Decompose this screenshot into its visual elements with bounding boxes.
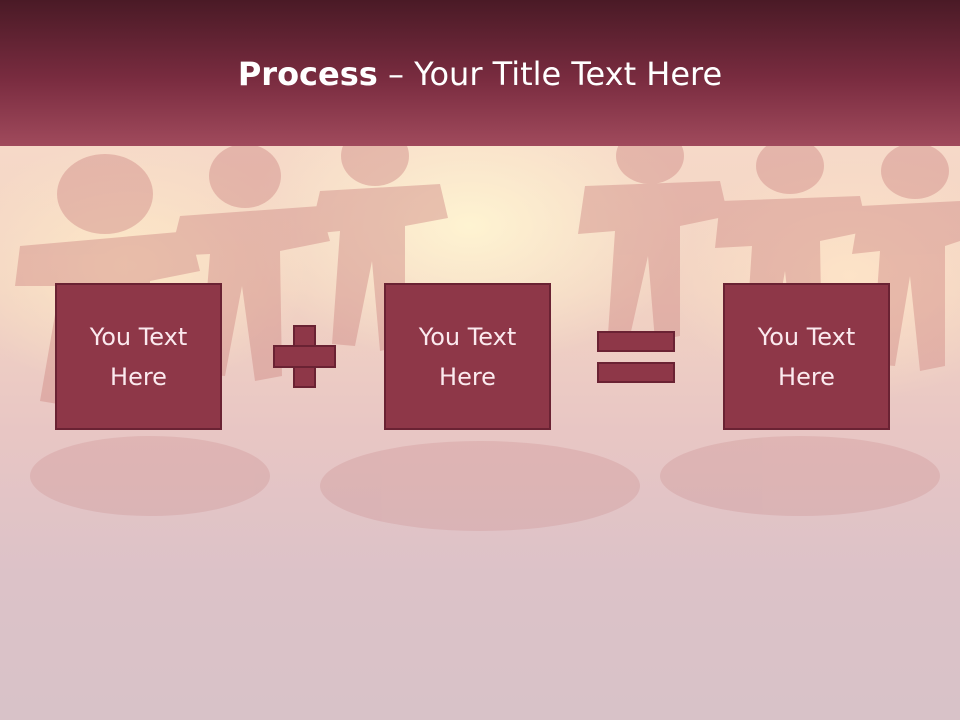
equals-bottom-bar bbox=[597, 362, 675, 383]
background-photo bbox=[0, 146, 960, 720]
text-box-3-line2: Here bbox=[778, 362, 835, 391]
paper-chain-people-image bbox=[15, 146, 960, 531]
equals-top-bar bbox=[597, 331, 675, 352]
equals-icon bbox=[597, 331, 675, 383]
text-box-3-line1: You Text bbox=[757, 322, 856, 351]
title-bar: Process – Your Title Text Here bbox=[0, 0, 960, 146]
text-box-2-line1: You Text bbox=[418, 322, 517, 351]
text-box-1-line2: Here bbox=[110, 362, 167, 391]
text-box-1-line1: You Text bbox=[89, 322, 188, 351]
title-strong: Process bbox=[237, 55, 378, 93]
plus-horizontal-bar bbox=[273, 345, 336, 368]
slide-title[interactable]: Process – Your Title Text Here bbox=[0, 52, 960, 96]
title-rest: – Your Title Text Here bbox=[377, 55, 723, 93]
text-box-2-line2: Here bbox=[439, 362, 496, 391]
plus-icon bbox=[273, 325, 336, 388]
